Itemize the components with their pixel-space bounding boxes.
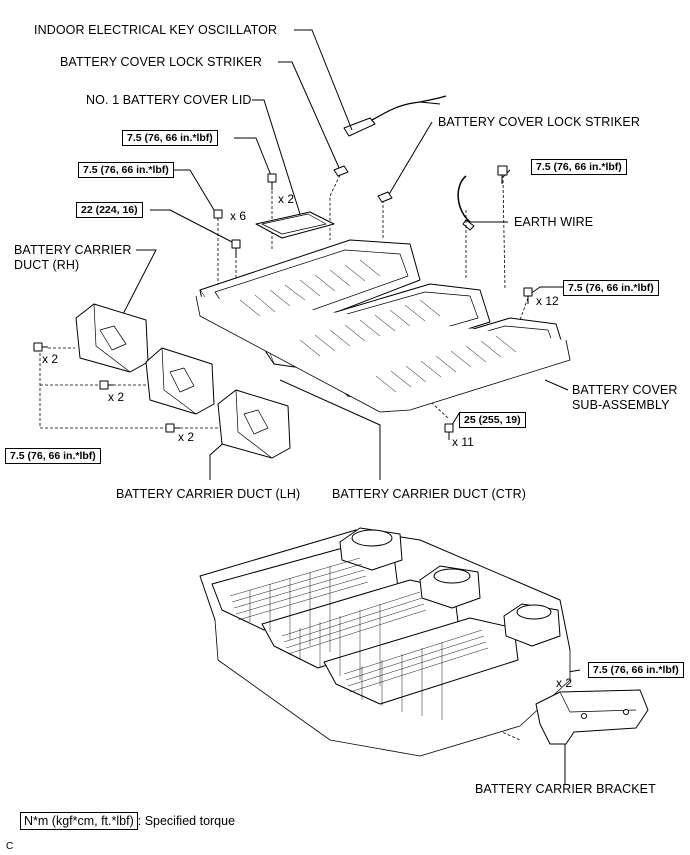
torque-spec-carrier-ducts: 7.5 (76, 66 in.*lbf) (5, 448, 101, 464)
qty-bracket-bolts: x 2 (556, 676, 573, 690)
label-battery-carrier-duct-rh-line2: DUCT (RH) (14, 258, 80, 272)
carrier-duct-rh (75, 303, 149, 373)
battery-module-cells (229, 557, 489, 720)
label-battery-cover-sub-assembly-line2: SUB-ASSEMBLY (572, 398, 670, 412)
torque-spec-lid-bolt: 7.5 (76, 66 in.*lbf) (122, 130, 218, 146)
fasteners (33, 165, 553, 684)
qty-duct-lh-bolts: x 2 (178, 430, 195, 444)
label-battery-cover-sub-assembly-line1: BATTERY COVER (572, 383, 678, 397)
torque-spec-cover-bolt: 22 (224, 16) (76, 202, 143, 218)
battery-assembly (199, 527, 571, 757)
qty-cover-bolts-11: x 11 (452, 435, 474, 449)
legend-unit-box: N*m (kgf*cm, ft.*lbf) (20, 812, 138, 830)
carrier-bracket (535, 689, 649, 745)
qty-duct-ctr-bolts: x 2 (108, 390, 125, 404)
label-no1-battery-cover-lid: NO. 1 BATTERY COVER LID (86, 93, 252, 107)
battery-cover (195, 239, 571, 413)
label-earth-wire: EARTH WIRE (514, 215, 594, 229)
torque-spec-earth-wire: 7.5 (76, 66 in.*lbf) (531, 159, 627, 175)
figure-code: C (6, 841, 14, 852)
torque-spec-carrier-bracket: 7.5 (76, 66 in.*lbf) (588, 662, 684, 678)
label-battery-carrier-duct-rh-line1: BATTERY CARRIER (14, 243, 132, 257)
qty-lid-nut: x 6 (230, 209, 247, 223)
label-battery-carrier-duct-ctr: BATTERY CARRIER DUCT (CTR) (332, 487, 527, 501)
carrier-duct-lh (217, 389, 291, 459)
legend-text: : Specified torque (137, 814, 236, 828)
battery-cover-ribs (239, 259, 517, 393)
qty-cover-bolts-12: x 12 (536, 294, 559, 308)
label-battery-cover-lock-striker-2: BATTERY COVER LOCK STRIKER (438, 115, 640, 129)
earth-wire (457, 175, 475, 231)
qty-lid-bolt: x 2 (278, 192, 295, 206)
torque-legend: N*m (kgf*cm, ft.*lbf): Specified torque (20, 812, 236, 830)
key-oscillator (343, 95, 447, 137)
torque-spec-lid-nut: 7.5 (76, 66 in.*lbf) (78, 162, 174, 178)
label-indoor-electrical-key-oscillator: INDOOR ELECTRICAL KEY OSCILLATOR (34, 23, 278, 37)
label-battery-carrier-duct-lh: BATTERY CARRIER DUCT (LH) (116, 487, 301, 501)
cover-lid (255, 211, 335, 239)
torque-spec-cover-bolts-x11: 25 (255, 19) (459, 412, 526, 428)
label-battery-cover-lock-striker-1: BATTERY COVER LOCK STRIKER (60, 55, 262, 69)
qty-duct-rh-bolts: x 2 (42, 352, 59, 366)
label-battery-carrier-bracket: BATTERY CARRIER BRACKET (475, 782, 656, 796)
carrier-duct-ctr (145, 347, 215, 415)
torque-spec-cover-bolts-x12: 7.5 (76, 66 in.*lbf) (563, 280, 659, 296)
